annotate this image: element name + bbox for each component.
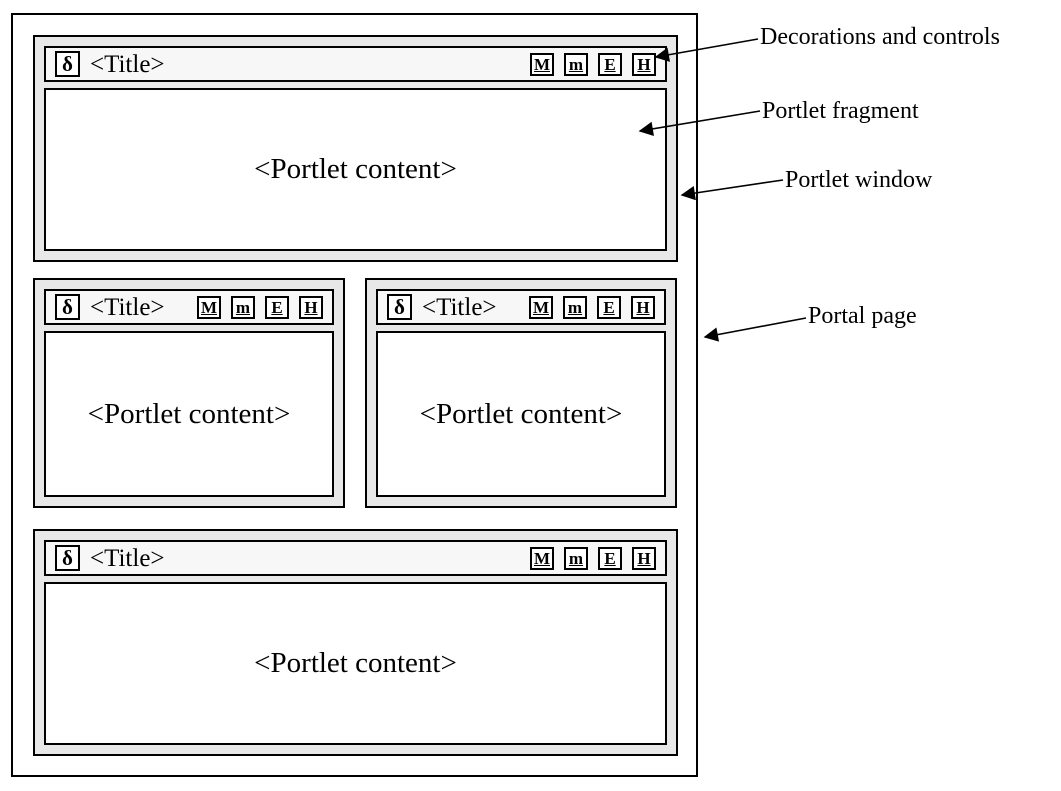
help-button[interactable]: H [632, 546, 656, 570]
portlet-titlebar: δ <Title> M m E H [44, 540, 667, 576]
portal-page: δ <Title> M m E H <Portlet content> δ <T… [11, 13, 698, 777]
help-button[interactable]: H [299, 295, 323, 319]
portlet-title: <Title> [90, 544, 165, 572]
portlet-content: <Portlet content> [44, 88, 667, 251]
portlet-decoration-icon: δ [55, 51, 80, 77]
portlet-controls: M m E H [529, 295, 655, 319]
edit-button[interactable]: E [597, 295, 621, 319]
portlet-window-middle-right: δ <Title> M m E H <Portlet content> [365, 278, 677, 508]
edit-button[interactable]: E [265, 295, 289, 319]
maximize-button[interactable]: M [529, 295, 553, 319]
portlet-titlebar: δ <Title> M m E H [44, 289, 334, 325]
portlet-content: <Portlet content> [44, 331, 334, 497]
portlet-decoration-icon: δ [55, 294, 80, 320]
portlet-window-bottom: δ <Title> M m E H <Portlet content> [33, 529, 678, 756]
maximize-button[interactable]: M [530, 52, 554, 76]
arrow-portal-page [703, 317, 807, 342]
portlet-window-top: δ <Title> M m E H <Portlet content> [33, 35, 678, 262]
portlet-content: <Portlet content> [44, 582, 667, 745]
portlet-window-middle-left: δ <Title> M m E H <Portlet content> [33, 278, 345, 508]
portlet-title: <Title> [90, 50, 165, 78]
minimize-button[interactable]: m [231, 295, 255, 319]
help-button[interactable]: H [631, 295, 655, 319]
label-portlet-fragment: Portlet fragment [762, 98, 919, 124]
maximize-button[interactable]: M [197, 295, 221, 319]
minimize-button[interactable]: m [564, 52, 588, 76]
portlet-content: <Portlet content> [376, 331, 666, 497]
label-portlet-window: Portlet window [785, 167, 933, 193]
help-button[interactable]: H [632, 52, 656, 76]
edit-button[interactable]: E [598, 546, 622, 570]
label-decorations-and-controls: Decorations and controls [760, 24, 1000, 50]
portlet-title: <Title> [90, 293, 165, 321]
portlet-decoration-icon: δ [387, 294, 412, 320]
minimize-button[interactable]: m [564, 546, 588, 570]
portlet-controls: M m E H [530, 52, 656, 76]
label-portal-page: Portal page [808, 303, 917, 329]
portlet-title: <Title> [422, 293, 497, 321]
portlet-controls: M m E H [197, 295, 323, 319]
portlet-controls: M m E H [530, 546, 656, 570]
portlet-decoration-icon: δ [55, 545, 80, 571]
portlet-titlebar: δ <Title> M m E H [376, 289, 666, 325]
edit-button[interactable]: E [598, 52, 622, 76]
maximize-button[interactable]: M [530, 546, 554, 570]
portlet-titlebar: δ <Title> M m E H [44, 46, 667, 82]
minimize-button[interactable]: m [563, 295, 587, 319]
